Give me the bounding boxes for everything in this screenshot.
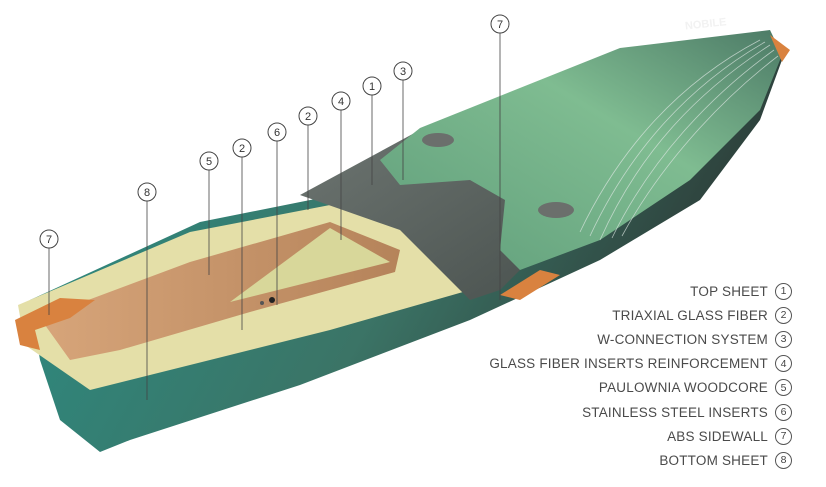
svg-text:2: 2 (305, 111, 311, 123)
legend-label: PAULOWNIA WOODCORE (598, 380, 768, 396)
legend-label: TOP SHEET (690, 283, 768, 299)
legend-number: 2 (775, 306, 792, 324)
steel-insert (269, 297, 275, 303)
callout-5: 5 (199, 151, 219, 171)
svg-text:4: 4 (338, 96, 344, 108)
legend-number: 6 (775, 403, 792, 421)
insert-pad (422, 133, 454, 147)
steel-insert (260, 301, 264, 305)
callout-2-bottom: 2 (232, 138, 252, 158)
callouts (48, 33, 501, 400)
legend-label: ABS SIDEWALL (667, 428, 768, 444)
svg-text:7: 7 (497, 19, 503, 31)
callout-7-right: 7 (490, 14, 510, 34)
svg-text:6: 6 (274, 127, 280, 139)
svg-text:5: 5 (206, 156, 212, 168)
legend-label: W-CONNECTION SYSTEM (597, 331, 768, 347)
callout-4: 4 (331, 91, 351, 111)
legend-item-triaxial-glass-fiber: TRIAXIAL GLASS FIBER 2 (372, 303, 792, 327)
legend-number: 3 (775, 330, 792, 348)
legend-label: BOTTOM SHEET (659, 452, 768, 468)
legend-number: 4 (775, 355, 792, 373)
callout-6: 6 (267, 122, 287, 142)
legend-item-w-connection: W-CONNECTION SYSTEM 3 (372, 327, 792, 351)
callout-3: 3 (393, 61, 413, 81)
legend-label: STAINLESS STEEL INSERTS (582, 404, 768, 420)
insert-pad (538, 202, 574, 218)
abs-sidewall-right (500, 270, 560, 300)
callout-7-left: 7 (39, 229, 59, 249)
legend-item-abs-sidewall: ABS SIDEWALL 7 (372, 424, 792, 448)
legend-item-top-sheet: TOP SHEET 1 (372, 279, 792, 303)
legend-number: 7 (775, 427, 792, 445)
abs-sidewall-tip (770, 35, 790, 62)
legend-item-insert-reinforcement: GLASS FIBER INSERTS REINFORCEMENT 4 (372, 352, 792, 376)
svg-text:3: 3 (400, 66, 406, 78)
legend-number: 8 (775, 451, 792, 469)
legend-item-bottom-sheet: BOTTOM SHEET 8 (372, 448, 792, 472)
callout-1: 1 (362, 76, 382, 96)
svg-text:1: 1 (369, 81, 375, 93)
construction-legend: TOP SHEET 1 TRIAXIAL GLASS FIBER 2 W-CON… (372, 279, 792, 473)
top-sheet-layer (380, 30, 782, 270)
legend-number: 1 (775, 282, 792, 300)
callout-8: 8 (137, 182, 157, 202)
callout-2-top: 2 (298, 106, 318, 126)
legend-number: 5 (775, 379, 792, 397)
svg-text:7: 7 (46, 234, 52, 246)
legend-label: TRIAXIAL GLASS FIBER (612, 307, 768, 323)
legend-item-steel-inserts: STAINLESS STEEL INSERTS 6 (372, 400, 792, 424)
abs-sidewall-left (15, 298, 95, 350)
svg-text:8: 8 (144, 187, 150, 199)
top-sheet-graphic-lines (579, 39, 779, 241)
callout-circles: 7 3 1 4 2 6 5 2 8 7 (39, 14, 510, 249)
brand-logo: NOBILE (684, 16, 727, 32)
insert-reinforcement-layer (230, 228, 390, 302)
legend-item-woodcore: PAULOWNIA WOODCORE 5 (372, 376, 792, 400)
legend-label: GLASS FIBER INSERTS REINFORCEMENT (489, 356, 768, 372)
svg-text:2: 2 (239, 143, 245, 155)
